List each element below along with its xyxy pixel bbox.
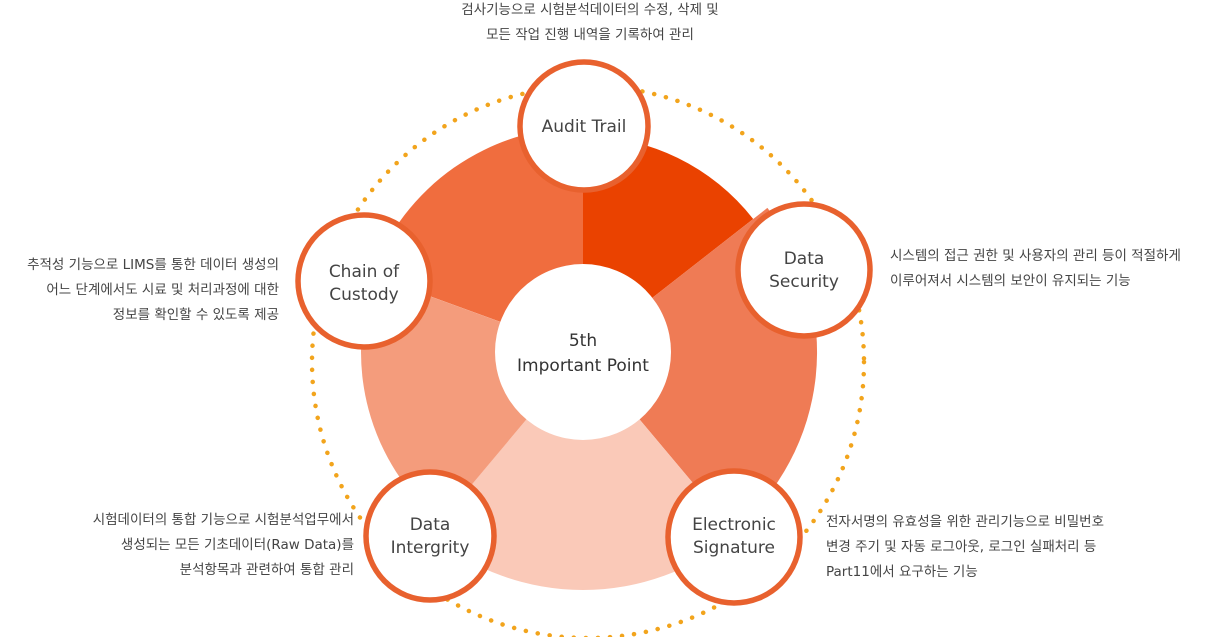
- description-line: 시스템의 접근 권한 및 사용자의 관리 등이 적절하게: [890, 248, 1181, 264]
- description-line: 정보를 확인할 수 있도록 제공: [112, 307, 279, 323]
- description-line: 추적성 기능으로 LIMS를 통한 데이터 생성의: [27, 257, 279, 273]
- description-line: 분석항목과 관련하여 통합 관리: [179, 562, 354, 578]
- node-circle-electronic-signature[interactable]: [665, 468, 803, 606]
- node-circle-data-security[interactable]: [735, 201, 873, 339]
- description-line: 모든 작업 진행 내역을 기록하여 관리: [486, 27, 694, 43]
- node-label-electronic-signature-line1: Electronic: [692, 515, 776, 535]
- center-hub: 5th Important Point: [495, 264, 671, 440]
- node-label-electronic-signature-line2: Signature: [693, 538, 775, 558]
- node-label-data-security-line1: Data: [784, 249, 825, 269]
- node-label-audit-trail: Audit Trail: [542, 117, 627, 137]
- node-chain-of-custody[interactable]: Chain of Custody: [295, 212, 433, 350]
- description-line: 이루어져서 시스템의 보안이 유지되는 기능: [890, 273, 1131, 289]
- node-circle-chain-of-custody[interactable]: [295, 212, 433, 350]
- dotted-ring: [309, 83, 867, 637]
- node-label-data-integrity-line2: Intergrity: [391, 538, 470, 558]
- node-circle-audit-trail[interactable]: [517, 59, 651, 193]
- description-audit-trail: 검사기능으로 시험분석데이터의 수정, 삭제 및 모든 작업 진행 내역을 기록…: [430, 0, 750, 48]
- node-data-security[interactable]: Data Security: [735, 201, 873, 339]
- center-label-line2: Important Point: [517, 356, 649, 376]
- description-data-security: 시스템의 접근 권한 및 사용자의 관리 등이 적절하게 이루어져서 시스템의 …: [890, 244, 1181, 294]
- node-audit-trail[interactable]: Audit Trail: [517, 59, 651, 193]
- segment-electronic-signature: [430, 352, 736, 590]
- description-line: 검사기능으로 시험분석데이터의 수정, 삭제 및: [461, 2, 719, 18]
- node-label-data-security-line2: Security: [769, 272, 839, 292]
- description-data-integrity: 시험데이터의 통합 기능으로 시험분석업무에서 생성되는 모든 기초데이터(Ra…: [93, 508, 354, 583]
- center-circle: [495, 264, 671, 440]
- node-label-chain-of-custody-line1: Chain of: [329, 262, 400, 282]
- node-circle-data-integrity[interactable]: [363, 469, 497, 603]
- node-label-data-integrity-line1: Data: [410, 515, 451, 535]
- description-line: 변경 주기 및 자동 로그아웃, 로그인 실패처리 등: [826, 539, 1097, 555]
- description-line: 전자서명의 유효성을 위한 관리기능으로 비밀번호: [826, 514, 1104, 530]
- description-line: 생성되는 모든 기초데이터(Raw Data)를: [120, 537, 354, 553]
- description-line: Part11에서 요구하는 기능: [826, 564, 978, 580]
- description-line: 어느 단계에서도 시료 및 처리과정에 대한: [46, 282, 279, 298]
- center-label-line1: 5th: [569, 331, 597, 351]
- node-electronic-signature[interactable]: Electronic Signature: [665, 468, 803, 606]
- description-line: 시험데이터의 통합 기능으로 시험분석업무에서: [92, 512, 354, 528]
- description-electronic-signature: 전자서명의 유효성을 위한 관리기능으로 비밀번호 변경 주기 및 자동 로그아…: [826, 510, 1104, 585]
- description-chain-of-custody: 추적성 기능으로 LIMS를 통한 데이터 생성의 어느 단계에서도 시료 및 …: [27, 253, 279, 328]
- node-data-integrity[interactable]: Data Intergrity: [363, 469, 497, 603]
- node-label-chain-of-custody-line2: Custody: [329, 285, 398, 305]
